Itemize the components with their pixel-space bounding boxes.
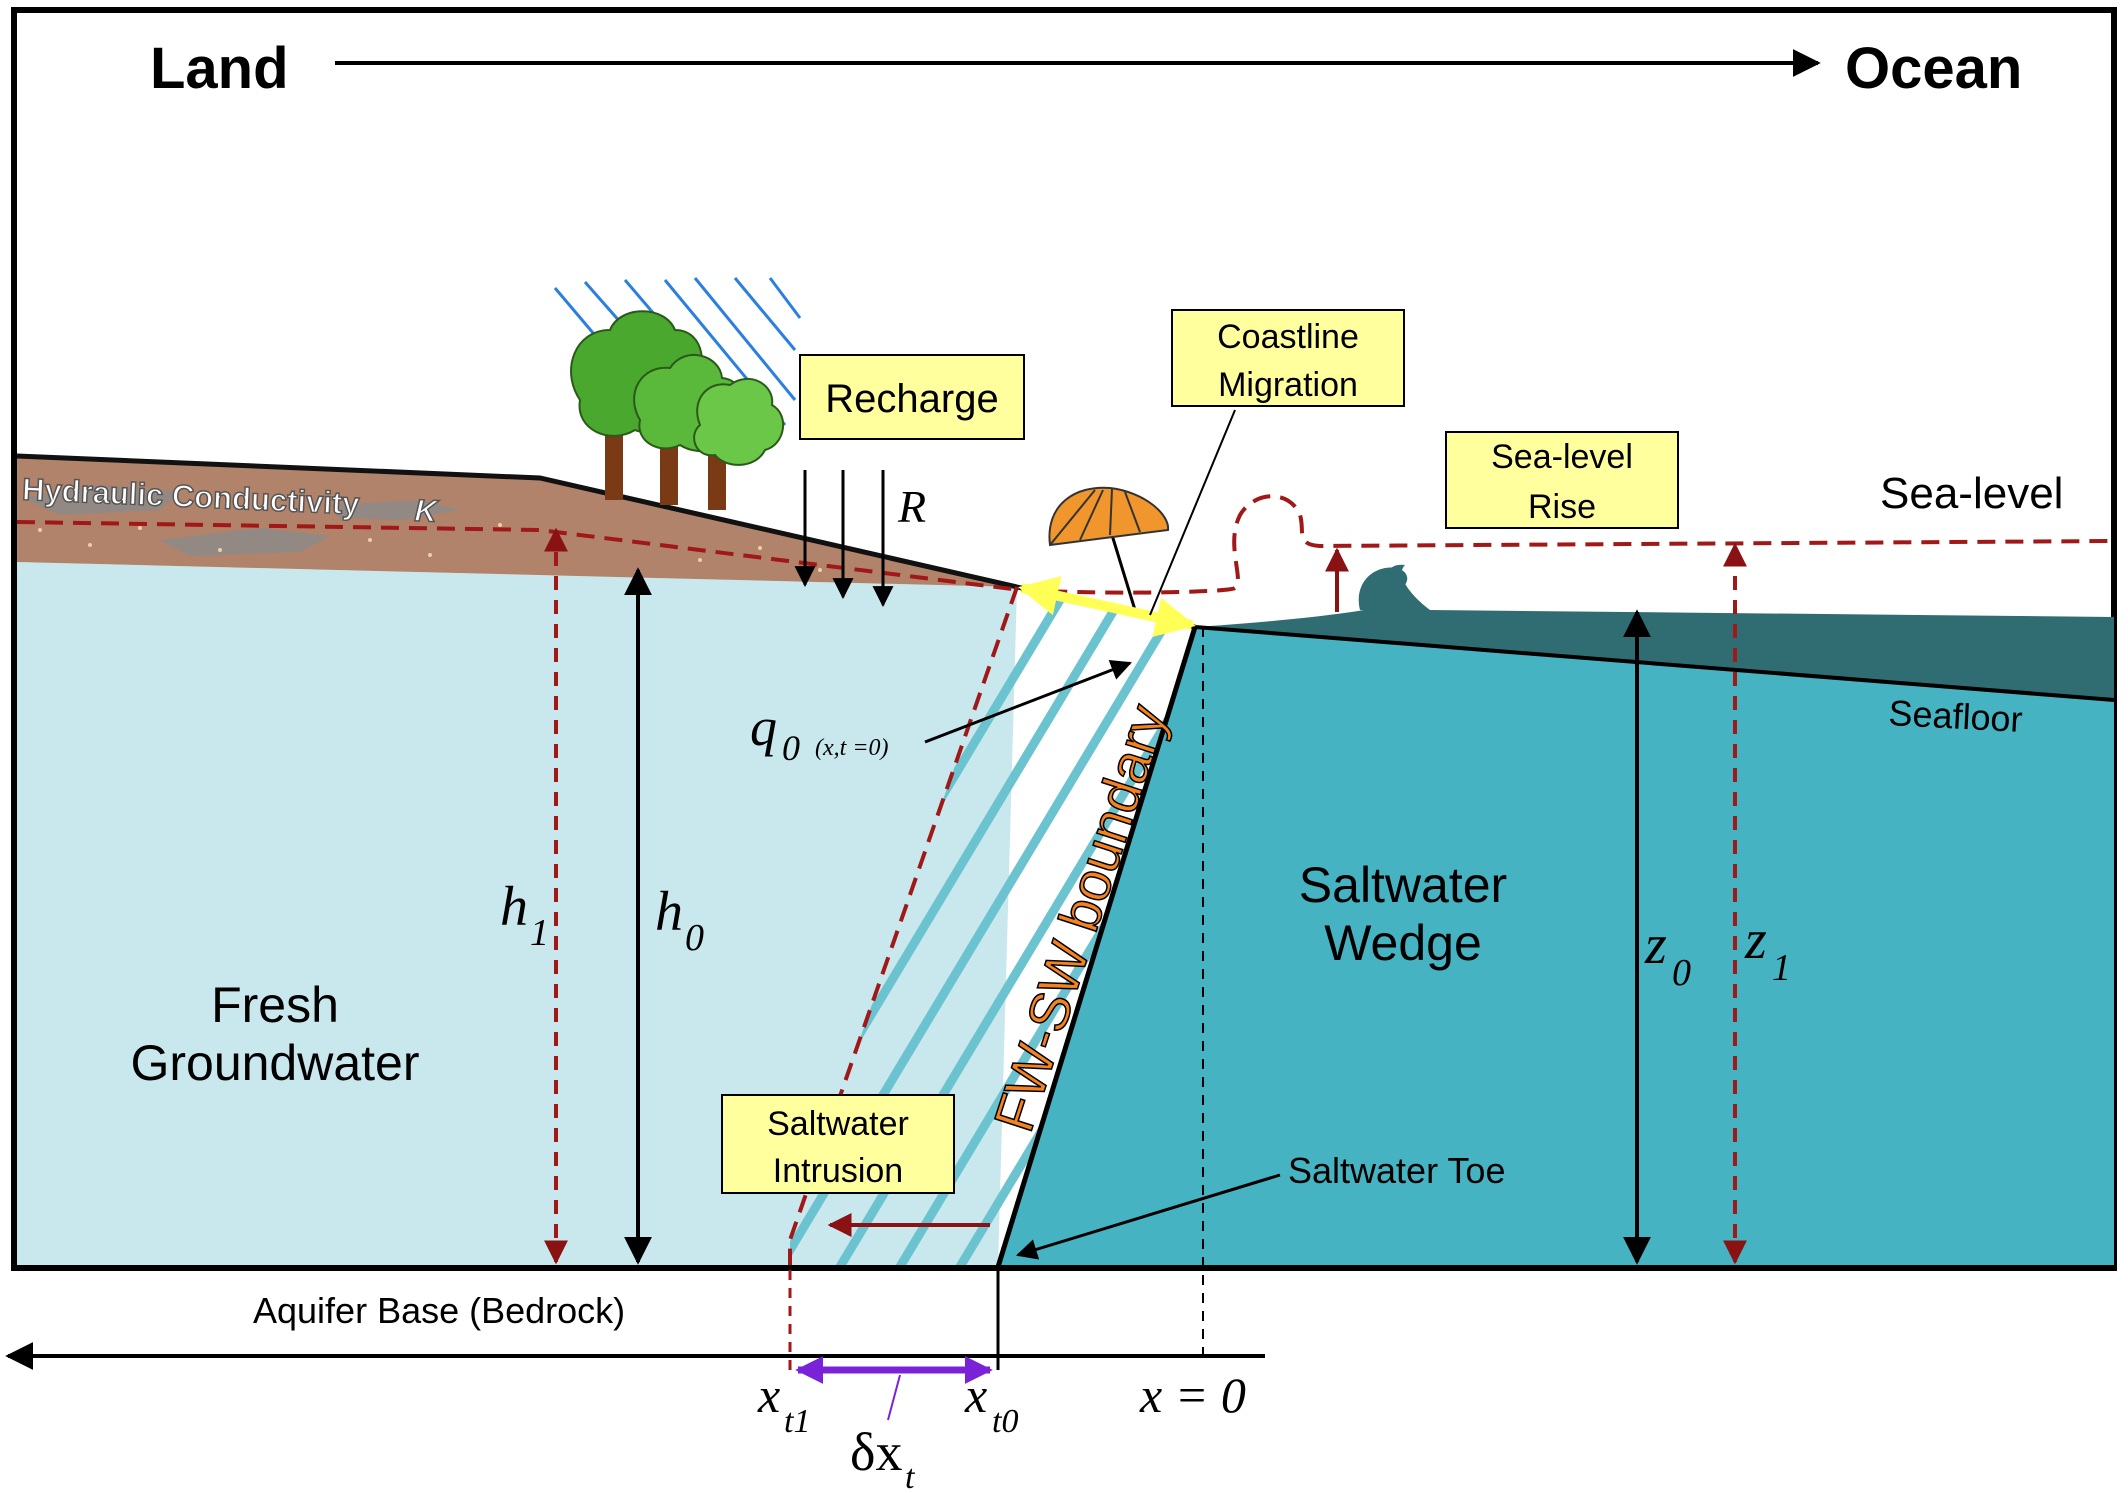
wave-icon bbox=[1358, 567, 1440, 612]
recharge-arrows bbox=[794, 470, 894, 608]
fw-sw-interface-line bbox=[995, 626, 1198, 1268]
delta-x-symbol: δx bbox=[850, 1422, 902, 1482]
fresh-groundwater-zone bbox=[17, 562, 1017, 1267]
h0-symbol: h bbox=[655, 881, 683, 943]
coastline-label-line1: Coastline bbox=[1217, 318, 1359, 356]
recharge-label: Recharge bbox=[825, 377, 998, 421]
xt1-symbol: x bbox=[757, 1367, 780, 1423]
land-label: Land bbox=[150, 36, 289, 101]
tree-icon bbox=[570, 310, 785, 510]
saltwater-intrusion-line1: Saltwater bbox=[767, 1105, 909, 1143]
coastline-migration-arrow bbox=[1018, 576, 1196, 637]
coastline-migration-box bbox=[1171, 309, 1405, 407]
h1-subscript: 1 bbox=[530, 912, 549, 954]
soil-rock bbox=[330, 500, 460, 520]
saltwater-intrusion-box bbox=[721, 1094, 955, 1194]
sea-level-rise-line2: Rise bbox=[1528, 488, 1596, 526]
delta-x-subscript: t bbox=[905, 1459, 916, 1493]
q0-condition: (x,t =0) bbox=[815, 735, 889, 761]
saltwater-intrusion-line2: Intrusion bbox=[773, 1152, 903, 1190]
xt0-subscript: t0 bbox=[992, 1403, 1018, 1440]
fresh-groundwater-line2: Groundwater bbox=[130, 1035, 419, 1091]
saltwater-wedge-line2: Wedge bbox=[1324, 915, 1482, 971]
q0-subscript: 0 bbox=[782, 728, 800, 768]
ocean-surface bbox=[1195, 564, 2114, 700]
fresh-groundwater-line1: Fresh bbox=[211, 977, 339, 1033]
coastline-callout-line bbox=[1149, 409, 1236, 616]
saltwater-wedge-zone bbox=[998, 627, 2114, 1267]
sea-level-rise-box bbox=[1445, 431, 1679, 529]
coastline-label-line2: Migration bbox=[1218, 366, 1358, 404]
z1-subscript: 1 bbox=[1772, 947, 1791, 989]
ocean-label: Ocean bbox=[1845, 36, 2022, 101]
seafloor-label: Seafloor bbox=[1888, 692, 2024, 740]
h1-symbol: h bbox=[500, 876, 528, 938]
soil-rock bbox=[160, 528, 330, 556]
sea-level-label: Sea-level bbox=[1880, 469, 2063, 518]
xt1-subscript: t1 bbox=[784, 1403, 810, 1440]
z1-symbol: z bbox=[1744, 909, 1767, 971]
soil-layer bbox=[17, 456, 1017, 587]
xt0-symbol: x bbox=[964, 1367, 987, 1423]
beach-umbrella-icon bbox=[1048, 486, 1170, 611]
q0-symbol: q bbox=[750, 697, 777, 757]
saltwater-toe-label: Saltwater Toe bbox=[1288, 1150, 1505, 1191]
seafloor-line bbox=[1194, 625, 2115, 702]
saltwater-toe-arrow bbox=[1015, 1173, 1281, 1260]
saltwater-wedge-line1: Saltwater bbox=[1299, 857, 1507, 913]
q0-arrow bbox=[924, 659, 1132, 744]
x-zero-label: x = 0 bbox=[1139, 1367, 1246, 1423]
h0-subscript: 0 bbox=[685, 917, 704, 959]
aquifer-base-label: Aquifer Base (Bedrock) bbox=[253, 1290, 625, 1331]
recharge-symbol: R bbox=[897, 481, 926, 532]
z0-symbol: z bbox=[1644, 914, 1667, 976]
future-interface-dashed bbox=[788, 586, 1019, 1267]
recharge-box bbox=[799, 354, 1025, 440]
hydraulic-k-symbol: K bbox=[414, 493, 441, 529]
z0-subscript: 0 bbox=[1672, 952, 1691, 994]
sea-level-rise-line1: Sea-level bbox=[1491, 438, 1633, 476]
delta-x-callout bbox=[887, 1374, 901, 1421]
soil-rock bbox=[22, 485, 180, 515]
